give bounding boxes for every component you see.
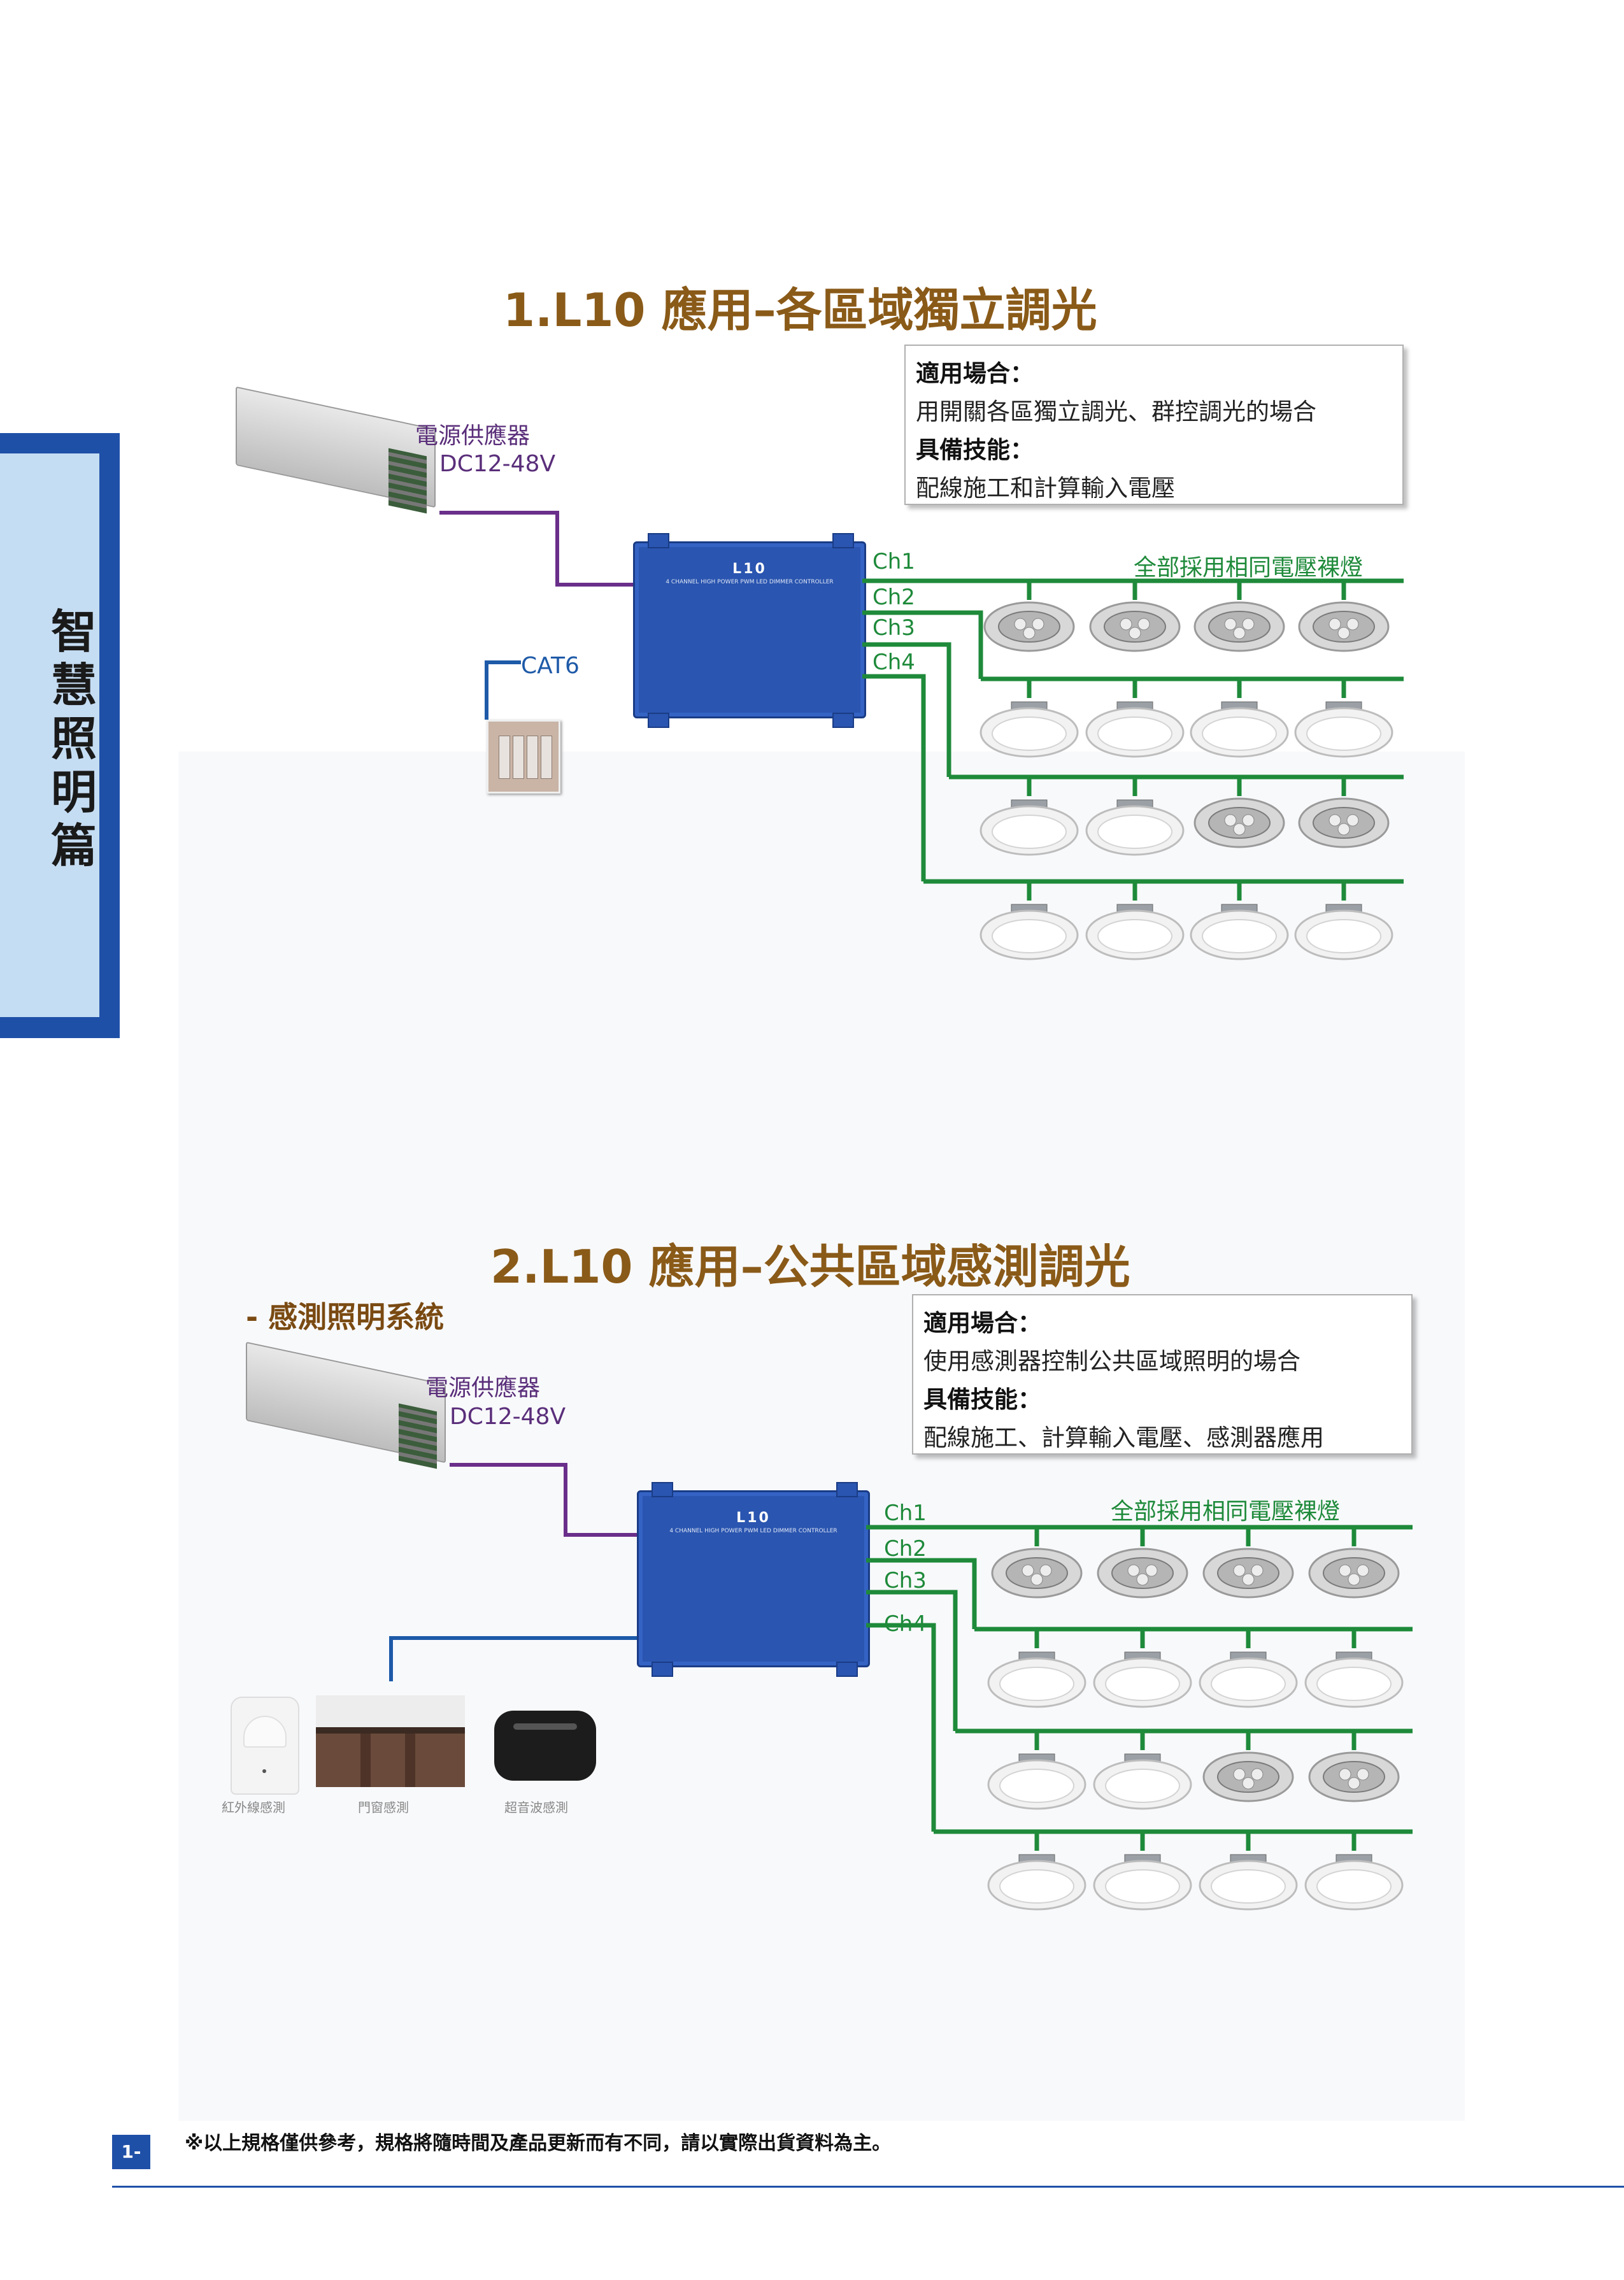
channel-wire [862, 610, 983, 679]
controller-name: L10 [736, 1510, 771, 1526]
channel-label: Ch2 [873, 585, 915, 610]
side-tab-char: 明 [50, 766, 97, 819]
channel-wire [862, 642, 951, 777]
downlight-lamp [987, 1651, 1086, 1708]
section2-subtitle: - 感測照明系統 [246, 1300, 445, 1334]
cable-label: CAT6 [521, 653, 580, 679]
page-number: 1-29 [112, 2135, 150, 2197]
lamps-label: 全部採用相同電壓裸燈 [1134, 555, 1364, 581]
info-heading-usage: 適用場合： [923, 1309, 1041, 1337]
downlight-lamp [979, 701, 1079, 758]
wall-switch-image [487, 720, 560, 794]
channel-label: Ch3 [884, 1568, 927, 1593]
info-text-usage: 用開關各區獨立調光、群控調光的場合 [916, 398, 1316, 425]
infrared-sensor-image [231, 1697, 299, 1795]
downlight-lamp [1085, 799, 1185, 856]
downlight-lamp [979, 904, 1079, 960]
info-text-skills: 配線施工、計算輸入電壓、感測器應用 [923, 1424, 1324, 1451]
footer-divider [112, 2186, 1624, 2188]
section2-title: 2.L10 應用–公共區域感測調光 [490, 1240, 1130, 1293]
downlight-lamp [1199, 1854, 1298, 1911]
downlight-lamp [1093, 1753, 1192, 1810]
downlight-lamp [979, 799, 1079, 856]
psu-label: 電源供應器 [425, 1375, 541, 1401]
info-text-skills: 配線施工和計算輸入電壓 [916, 474, 1175, 502]
downlight-lamp [1199, 1651, 1298, 1708]
section1-info-box: 適用場合： 用開關各區獨立調光、群控調光的場合 具備技能： 配線施工和計算輸入電… [904, 345, 1404, 505]
side-tab-char: 慧 [50, 659, 97, 712]
channel-label: Ch1 [884, 1500, 927, 1526]
info-heading-skills: 具備技能： [923, 1386, 1041, 1413]
downlight-lamp [1085, 701, 1185, 758]
ultrasonic-sensor-image [494, 1698, 596, 1790]
channel-wire [862, 674, 926, 881]
downlight-lamp [1304, 1651, 1404, 1708]
spotlight-lamp [1202, 1751, 1294, 1802]
controller-name: L10 [732, 561, 767, 577]
spotlight-lamp [1193, 797, 1285, 848]
door-sensor-image [316, 1695, 465, 1787]
channel-wire [866, 1623, 936, 1832]
downlight-lamp [987, 1753, 1086, 1810]
controller-subtitle: 4 CHANNEL HIGH POWER PWM LED DIMMER CONT… [669, 1528, 837, 1534]
side-tab-char: 智 [50, 605, 97, 659]
info-text-usage: 使用感測器控制公共區域照明的場合 [923, 1348, 1300, 1375]
lamps-label: 全部採用相同電壓裸燈 [1111, 1499, 1341, 1525]
downlight-lamp [1085, 904, 1185, 960]
spotlight-lamp [991, 1548, 1083, 1599]
spotlight-lamp [1308, 1548, 1400, 1599]
info-heading-usage: 適用場合： [916, 360, 1034, 387]
spotlight-lamp [1097, 1548, 1188, 1599]
controller-image: L10 4 CHANNEL HIGH POWER PWM LED DIMMER … [637, 1482, 870, 1677]
psu-voltage: DC12-48V [439, 451, 556, 477]
side-tab-char: 照 [50, 712, 97, 766]
downlight-lamp [1093, 1854, 1192, 1911]
channel-label: Ch4 [873, 650, 915, 675]
info-heading-skills: 具備技能： [916, 436, 1034, 464]
channel-label: Ch3 [873, 615, 915, 641]
spotlight-lamp [983, 601, 1075, 652]
downlight-lamp [987, 1854, 1086, 1911]
channel-wire [866, 1590, 958, 1731]
section1-title: 1.L10 應用–各區域獨立調光 [503, 283, 1097, 337]
side-tab-inner [0, 453, 99, 1017]
downlight-lamp [1304, 1854, 1404, 1911]
psu-voltage: DC12-48V [450, 1404, 566, 1430]
controller-image: L10 4 CHANNEL HIGH POWER PWM LED DIMMER … [633, 533, 866, 728]
spotlight-lamp [1298, 797, 1390, 848]
downlight-lamp [1093, 1651, 1192, 1708]
spotlight-lamp [1202, 1548, 1294, 1599]
downlight-lamp [1190, 701, 1289, 758]
downlight-lamp [1294, 701, 1393, 758]
section2-info-box: 適用場合： 使用感測器控制公共區域照明的場合 具備技能： 配線施工、計算輸入電壓… [912, 1294, 1413, 1455]
spotlight-lamp [1298, 601, 1390, 652]
downlight-lamp [1294, 904, 1393, 960]
side-tab-label: 智 慧 照 明 篇 [48, 605, 99, 873]
side-tab-char: 篇 [50, 819, 97, 873]
downlight-lamp [1190, 904, 1289, 960]
footer-note: ※以上規格僅供參考，規格將隨時間及產品更新而有不同，請以實際出貨資料為主。 [185, 2132, 892, 2155]
channel-label: Ch1 [873, 549, 915, 574]
spotlight-lamp [1308, 1751, 1400, 1802]
channel-wire [866, 1558, 977, 1629]
controller-subtitle: 4 CHANNEL HIGH POWER PWM LED DIMMER CONT… [666, 579, 834, 585]
channel-label: Ch2 [884, 1536, 927, 1562]
sensor-caption: 超音波感測 [504, 1800, 568, 1815]
spotlight-lamp [1193, 601, 1285, 652]
sensor-caption: 紅外線感測 [222, 1800, 285, 1815]
section1-wiring [439, 511, 1404, 960]
spotlight-lamp [1089, 601, 1181, 652]
sensor-caption: 門窗感測 [358, 1800, 409, 1815]
psu-label: 電源供應器 [415, 423, 531, 449]
